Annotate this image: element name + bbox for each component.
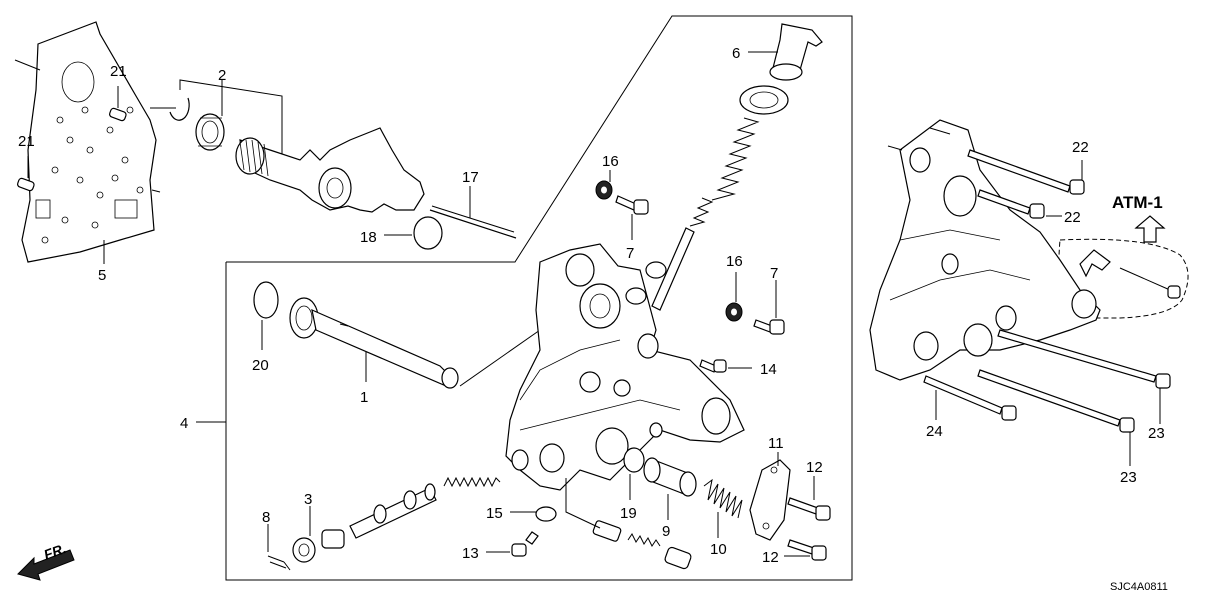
washer-16-upper xyxy=(595,170,613,200)
bolt-12-upper xyxy=(787,476,831,521)
sleeve-9 xyxy=(643,457,697,520)
valve-cap xyxy=(748,23,823,81)
atm-arrow-icon xyxy=(1134,215,1166,243)
callout-13: 13 xyxy=(462,545,479,562)
spool-valve xyxy=(349,483,437,539)
callout-3: 3 xyxy=(304,491,312,508)
dowel-pin-upper xyxy=(109,86,127,122)
callout-15: 15 xyxy=(486,505,503,522)
front-direction-arrow-icon xyxy=(17,549,75,581)
valve-body-assembly-right xyxy=(869,119,1101,381)
callout-16-right: 16 xyxy=(726,253,743,270)
bolt-23-lower xyxy=(977,369,1135,466)
callout-11: 11 xyxy=(768,435,784,452)
spring-10 xyxy=(703,478,743,538)
bolt-13 xyxy=(486,531,539,557)
callout-20: 20 xyxy=(252,357,269,374)
bolt-22-upper xyxy=(967,149,1085,195)
front-direction-label: FR. xyxy=(42,540,69,563)
callout-21-left: 21 xyxy=(18,133,35,150)
callout-4: 4 xyxy=(180,415,188,432)
callout-23-lower: 23 xyxy=(1120,469,1137,486)
callout-5: 5 xyxy=(98,267,106,284)
callout-2: 2 xyxy=(218,67,226,84)
callout-16-upper: 16 xyxy=(602,153,619,170)
diagram-code: SJC4A0811 xyxy=(1110,581,1168,593)
callout-19: 19 xyxy=(620,505,637,522)
bolt-12-lower xyxy=(784,539,827,561)
callout-18: 18 xyxy=(360,229,377,246)
bolt-7-right xyxy=(753,280,785,335)
valve-spring xyxy=(711,117,760,201)
callout-12-upper: 12 xyxy=(806,459,823,476)
inner-spring xyxy=(689,197,714,227)
callout-9: 9 xyxy=(662,523,670,540)
callout-labels: 1 2 3 4 5 6 7 7 8 9 10 11 12 12 13 14 15… xyxy=(18,45,1165,566)
bolt-23-upper xyxy=(997,329,1171,424)
plug-3 xyxy=(292,506,345,563)
callout-22-upper: 22 xyxy=(1072,139,1089,156)
atm-reference-box xyxy=(1058,238,1189,319)
callout-6: 6 xyxy=(732,45,740,62)
washer-15 xyxy=(510,506,557,522)
long-pin xyxy=(429,186,517,239)
bolt-14 xyxy=(699,359,752,373)
callout-14: 14 xyxy=(760,361,777,378)
part2-leader xyxy=(150,79,283,154)
callout-12-lower: 12 xyxy=(762,549,779,566)
callout-22-lower: 22 xyxy=(1064,209,1081,226)
callout-17: 17 xyxy=(462,169,479,186)
callout-7-right: 7 xyxy=(770,265,778,282)
spring-left xyxy=(443,476,501,488)
clip-8 xyxy=(267,524,291,571)
snap-ring xyxy=(169,97,190,121)
valve-stem xyxy=(625,227,695,311)
separator-plate xyxy=(14,21,161,264)
cover-plate-11 xyxy=(749,452,791,541)
valve-body xyxy=(505,243,745,491)
spring-seat xyxy=(739,85,789,115)
needle-bearing xyxy=(195,113,225,151)
callout-24: 24 xyxy=(926,423,943,440)
bracket-atm xyxy=(1079,249,1181,299)
callout-7-upper: 7 xyxy=(626,245,634,262)
callout-23-upper: 23 xyxy=(1148,425,1165,442)
callout-8: 8 xyxy=(262,509,270,526)
bolt-24 xyxy=(923,375,1017,421)
shaft-gear xyxy=(235,127,425,213)
plunger-lower xyxy=(565,478,692,570)
accumulator-shaft xyxy=(289,297,541,389)
bolt-22-lower xyxy=(977,189,1062,219)
callout-1: 1 xyxy=(360,389,368,406)
o-ring-20 xyxy=(253,281,279,350)
bolt-7-upper xyxy=(615,195,649,240)
callout-10: 10 xyxy=(710,541,727,558)
callout-21-upper: 21 xyxy=(110,63,127,80)
assembly-outline xyxy=(196,15,853,581)
washer-16-right xyxy=(725,272,743,322)
dowel-pin-lower xyxy=(17,156,35,192)
o-ring-18 xyxy=(384,216,443,250)
atm-reference-label: ATM-1 xyxy=(1112,193,1163,212)
o-ring-19 xyxy=(623,447,645,500)
